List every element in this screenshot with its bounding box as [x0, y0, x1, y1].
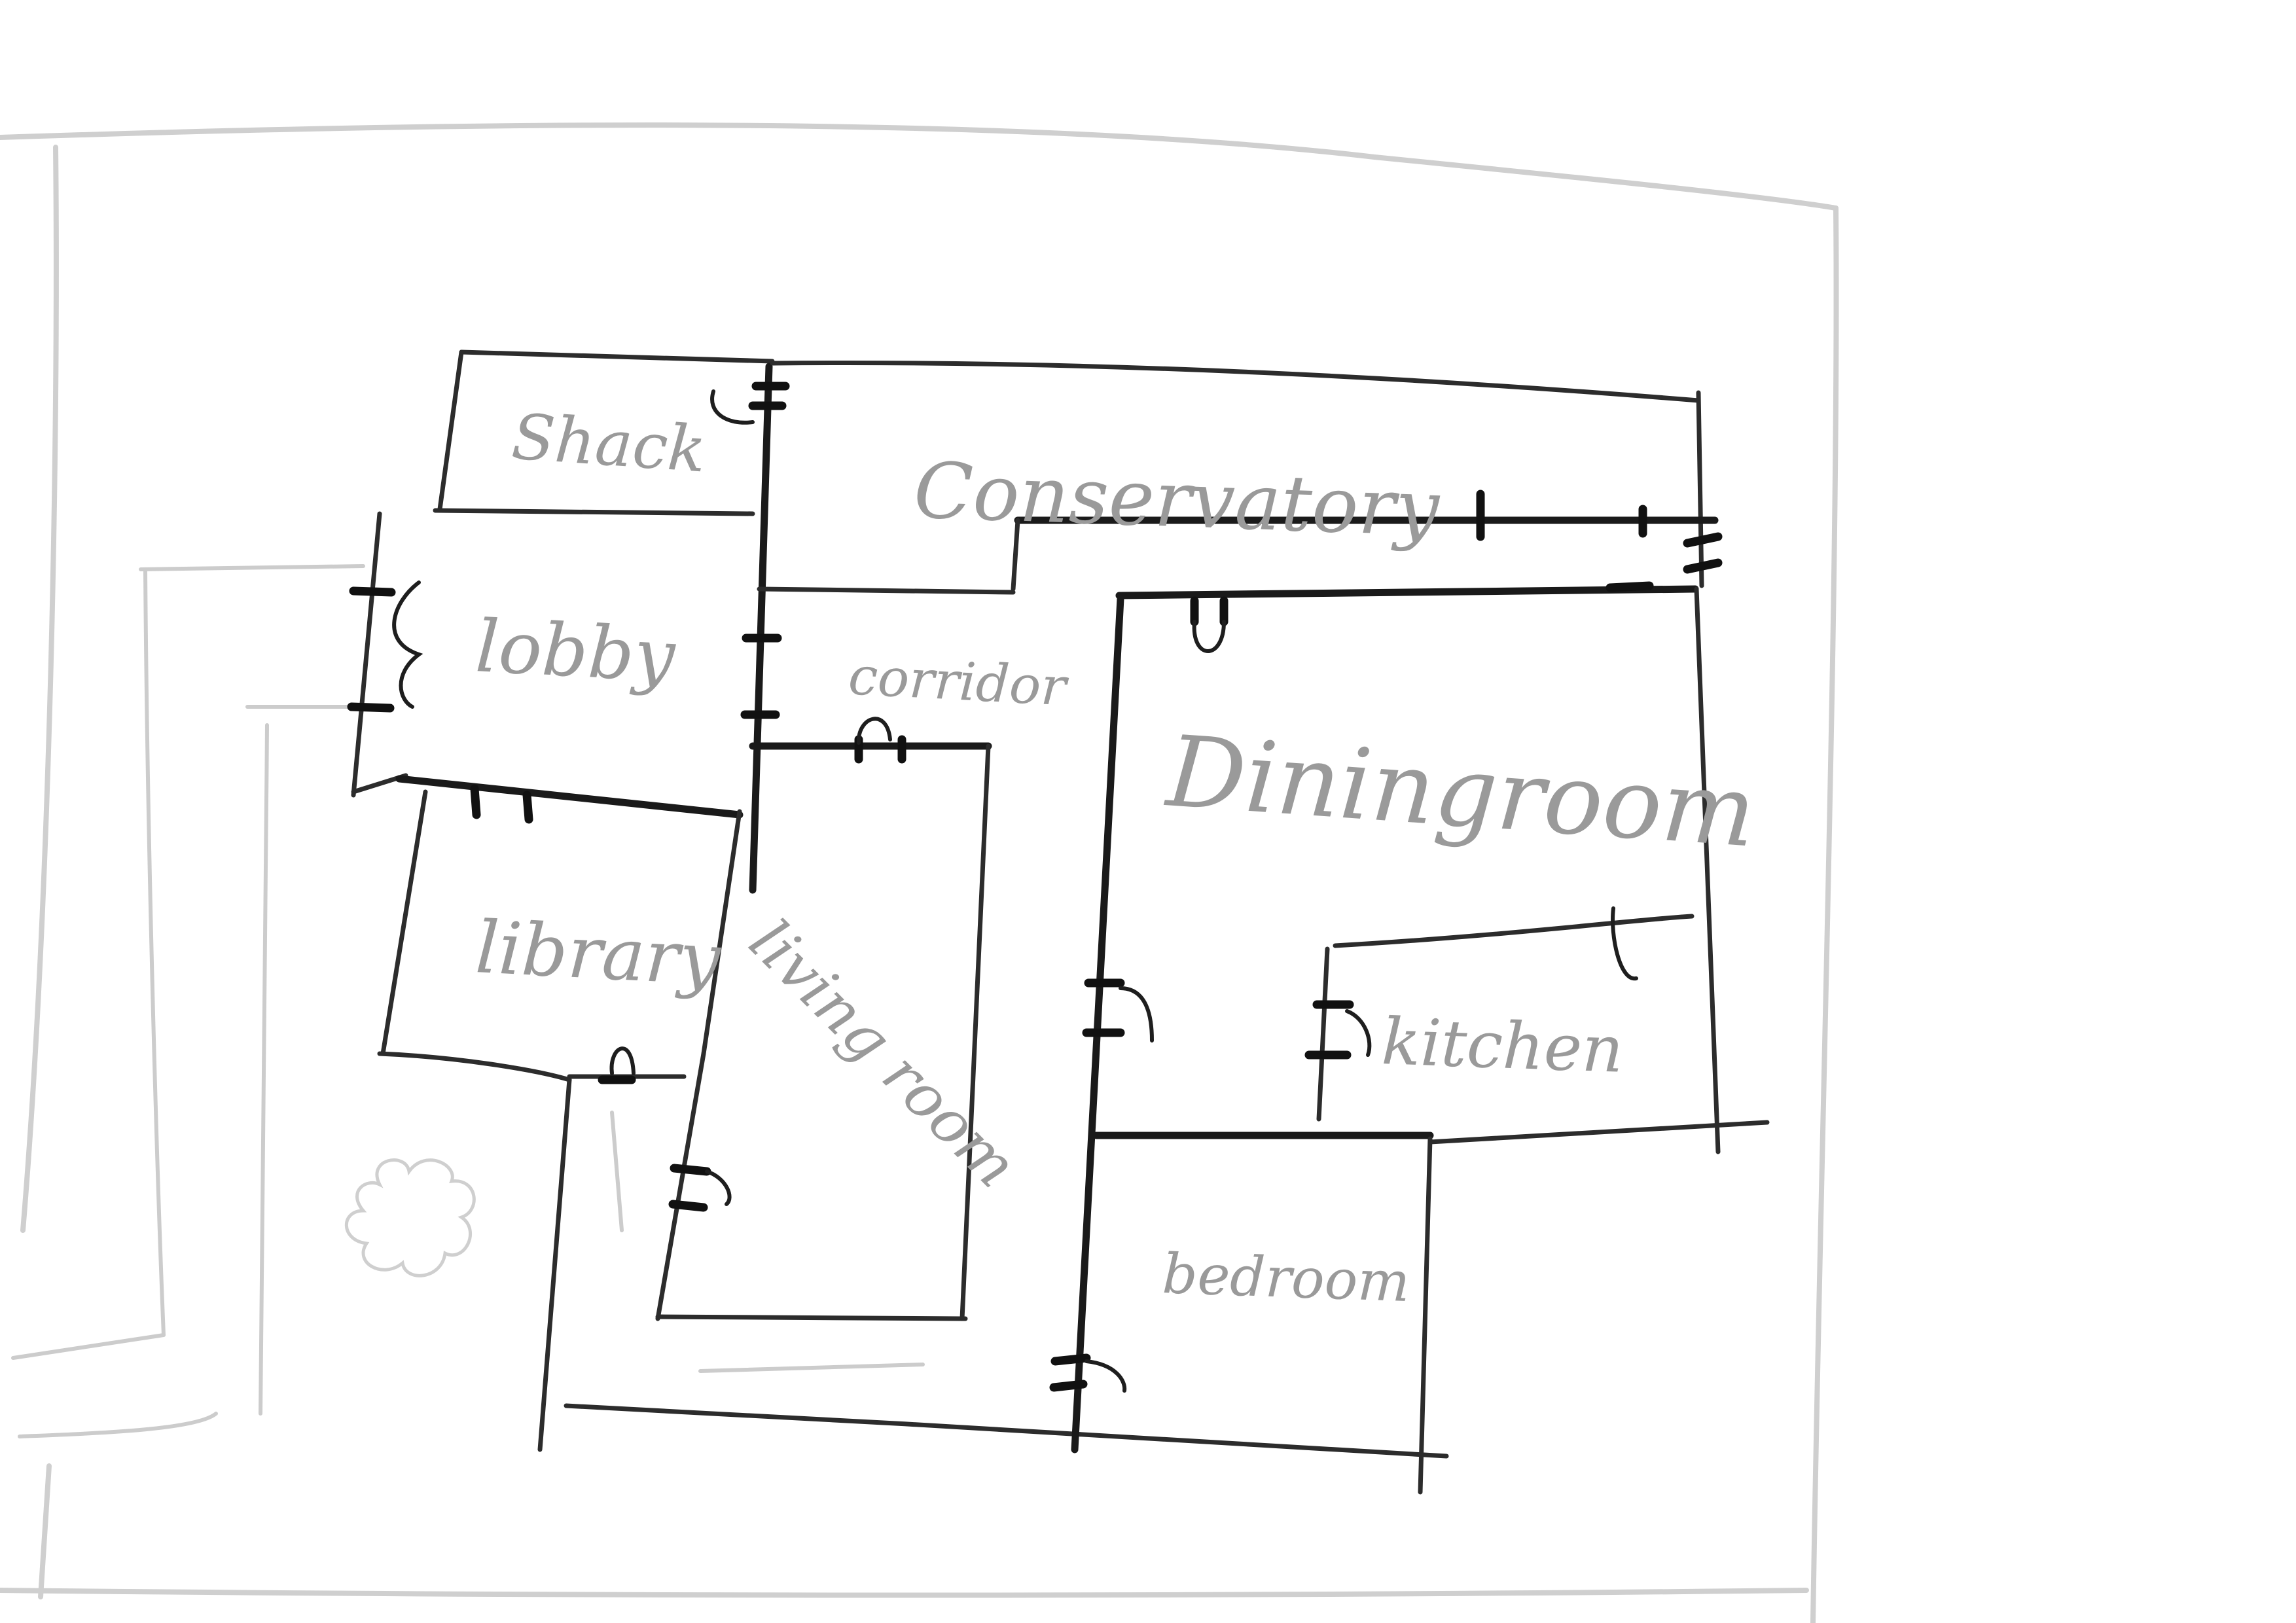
room-label-dining-room: Diningroom	[1161, 715, 1759, 870]
room-label-lobby: lobby	[474, 604, 679, 698]
room-label-library: library	[474, 905, 724, 1001]
room-label-shack: Shack	[509, 400, 708, 486]
room-labels: Shack Conservatory lobby corridor Dining…	[474, 400, 1759, 1314]
room-label-bedroom: bedroom	[1161, 1241, 1410, 1314]
walls	[351, 349, 1770, 1495]
room-label-kitchen: kitchen	[1380, 1005, 1624, 1088]
tree-icon	[344, 1158, 476, 1277]
room-label-corridor: corridor	[847, 645, 1071, 718]
doors	[347, 382, 1723, 1393]
room-label-conservatory: Conservatory	[912, 445, 1441, 554]
access-path	[11, 564, 925, 1438]
room-label-living-room: living room	[736, 906, 1030, 1201]
site-boundary	[0, 122, 1839, 1623]
